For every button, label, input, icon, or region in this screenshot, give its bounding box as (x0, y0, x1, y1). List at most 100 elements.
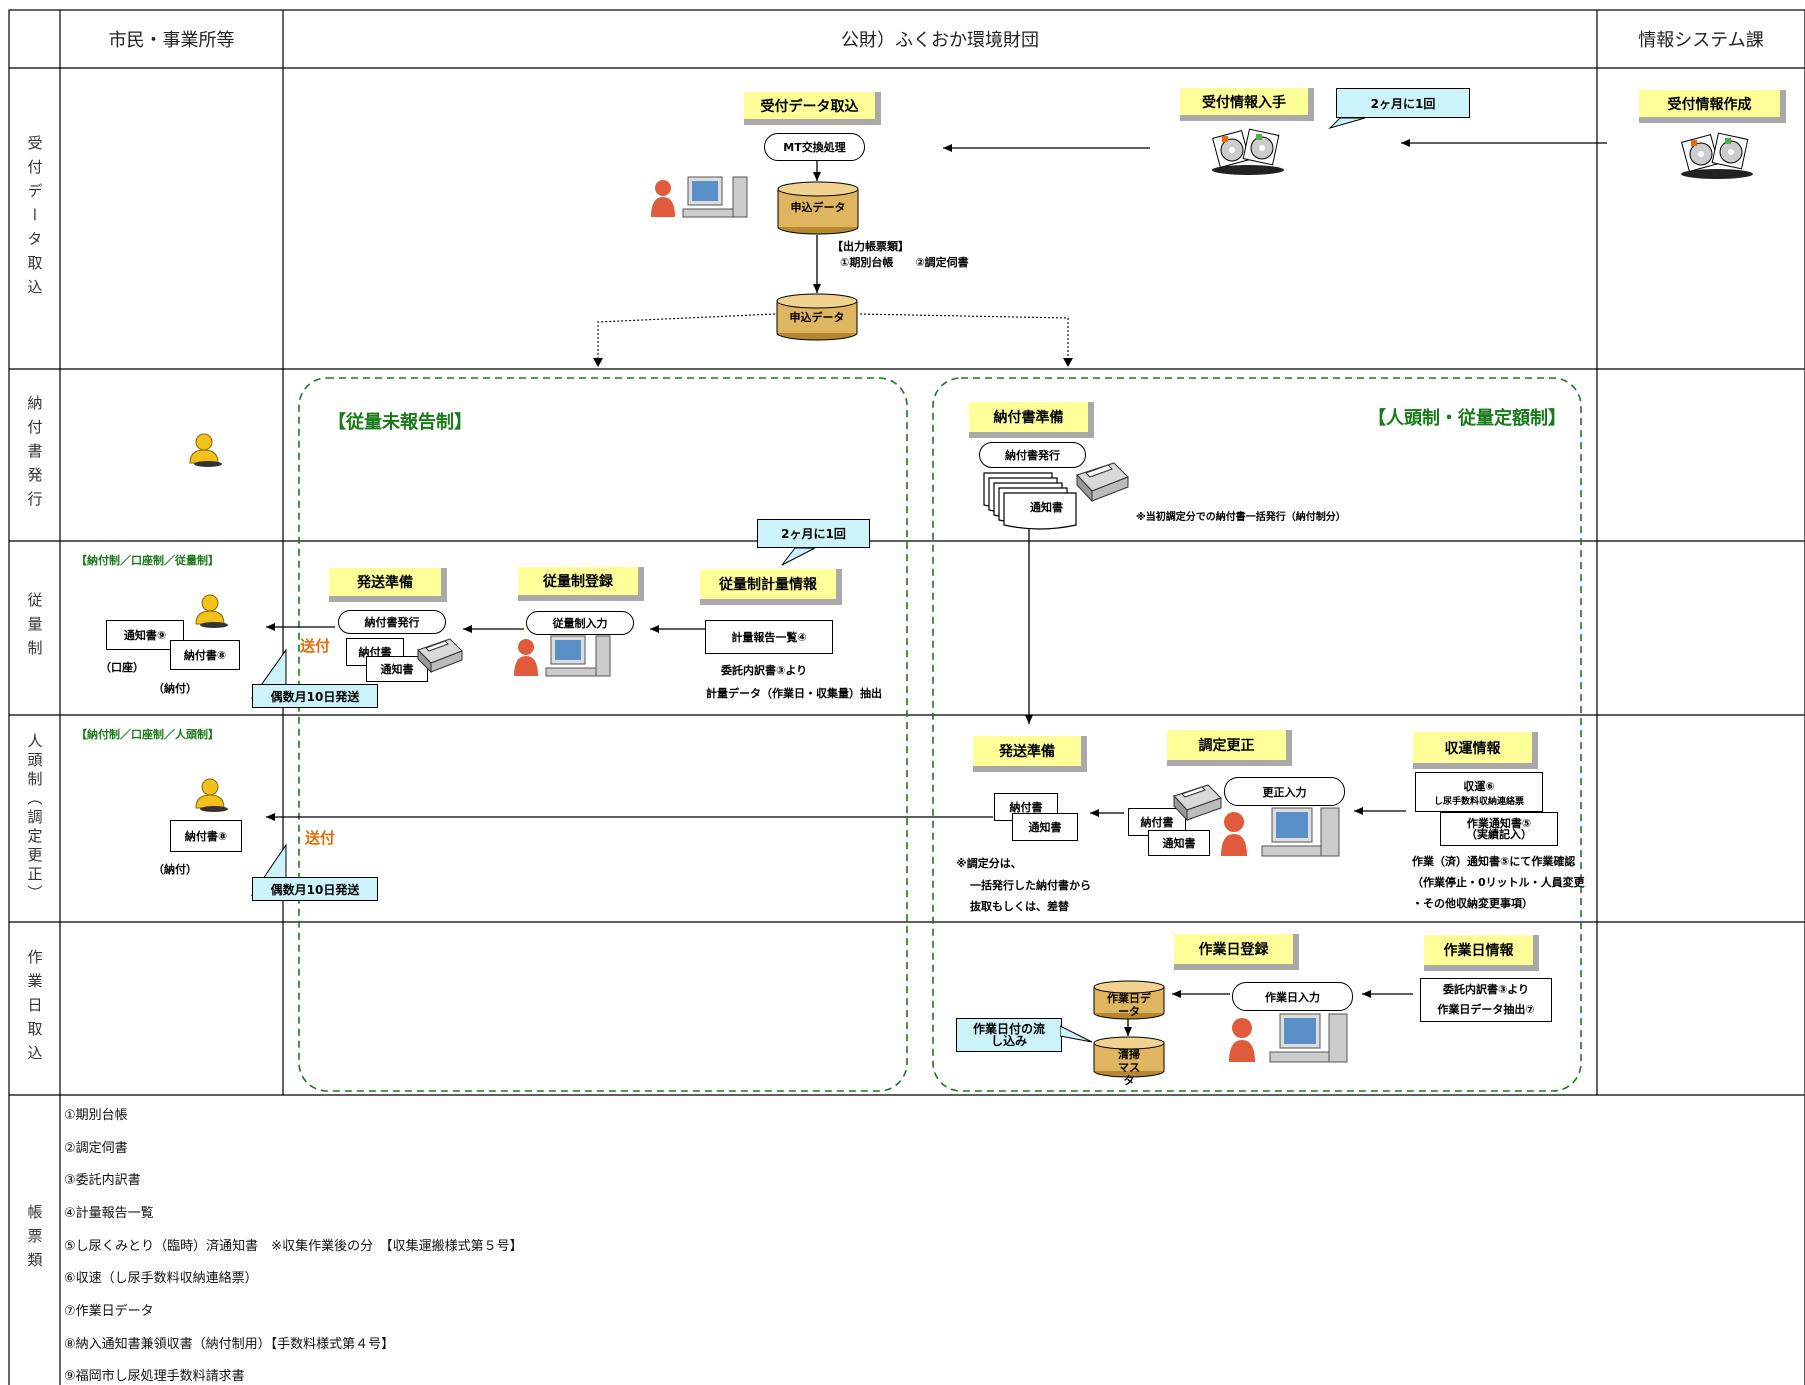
disc-media-icon (1212, 128, 1284, 175)
row-label-text: 帳票類 (25, 1204, 44, 1276)
legend-item-4: ④計量報告一覧 (64, 1206, 154, 1221)
operator-computer-icon (1221, 807, 1340, 857)
callout-bimonthly-top: 2ヶ月に1回 (1336, 88, 1470, 118)
legend-item-7: ⑦作業日データ (64, 1304, 154, 1319)
note-check-3: ・その他収納変更事項） (1412, 897, 1533, 910)
disc-media-icon (1681, 132, 1753, 179)
citizen-person-icon (195, 594, 228, 628)
db-cleaning-master: 清掃マスタ (1093, 1036, 1165, 1087)
printer-icon (1173, 784, 1222, 822)
note-adjust-3: 抜取もしくは、差替 (970, 900, 1069, 913)
pill-payslip-issue: 納付書発行 (979, 442, 1086, 468)
operator-computer-icon (514, 635, 611, 677)
doc-notice-b: 通知書 (1148, 830, 1210, 856)
row-label-text: 作業日取込 (25, 948, 44, 1069)
doc-collect-6-sub: し尿手数料収納連絡票 (1433, 796, 1524, 807)
note-adjust-1: ※調定分は、 (956, 857, 1022, 870)
callout-workday-flow: 作業日付の流し込み (956, 1018, 1062, 1052)
note-output-items: ①期別台帳 ②調定伺書 (840, 256, 969, 269)
legend-item-5: ⑤し尿くみとり（臨時）済通知書 ※収集作業後の分 【収集運搬様式第５号】 (64, 1239, 523, 1254)
legend-item-2: ②調定伺書 (64, 1141, 128, 1156)
row-label-receipt-import: 受付データ取込 (9, 68, 59, 369)
callout-bimonthly-mid: 2ヶ月に1回 (757, 519, 870, 548)
db-label: 作業日データ (1107, 992, 1151, 1018)
doc-source-line-2: 作業日データ抽出⑦ (1437, 1003, 1535, 1016)
group-label-unreported: 【従量未報告制】 (328, 412, 472, 433)
citizen-person-icon (189, 433, 222, 467)
doc-collect-6: 収運⑥ し尿手数料収納連絡票 (1415, 772, 1543, 812)
column-header-foundation: 公財）ふくおか環境財団 (841, 30, 1039, 51)
note-adjust-2: 一括発行した納付書から (970, 879, 1091, 892)
note-check-1: 作業（済）通知書⑤にて作業確認 (1412, 855, 1576, 868)
label-payment: （納付） (153, 863, 197, 876)
legend-item-6: ⑥収速（し尿手数料収納連絡票） (64, 1271, 258, 1286)
stacked-documents-icon (983, 472, 1077, 530)
row-label-forms: 帳票類 (9, 1095, 59, 1385)
doc-notice-label: 通知書 (1030, 501, 1063, 514)
row-label-capita: 人頭制（調定更正） (9, 715, 59, 922)
tag-collect-info: 収運情報 (1413, 732, 1538, 769)
tag-send-prepare-2: 発送準備 (973, 736, 1087, 772)
callout-even-month-send: 偶数月10日発送 (252, 877, 378, 901)
tag-workday-register: 作業日登録 (1174, 934, 1299, 970)
tag-send-prepare: 発送準備 (329, 568, 447, 602)
db-label: 清掃マスタ (1118, 1048, 1140, 1087)
note-check-2: （作業停止・0リットル・人員変更 (1412, 876, 1585, 889)
label-send: 送付 (300, 637, 331, 655)
operator-computer-icon (651, 176, 748, 218)
db-label: 申込データ (789, 311, 845, 324)
tag-payslip-prepare: 納付書準備 (969, 402, 1094, 438)
operator-computer-icon (1229, 1013, 1348, 1063)
doc-workday-source: 委託内訳書③より 作業日データ抽出⑦ (1420, 978, 1552, 1022)
row-label-payslip-issue: 納付書発行 (9, 369, 59, 541)
label-send: 送付 (305, 829, 336, 847)
tag-receipt-make: 受付情報作成 (1639, 90, 1786, 123)
row-label-workday: 作業日取込 (9, 922, 59, 1095)
db-label: 申込データ (790, 201, 846, 214)
doc-payslip-8: 納付書⑧ (170, 640, 240, 670)
label-account: （口座） (100, 661, 144, 674)
doc-work-notice-5: 作業通知書⑤ （実績記入） (1440, 812, 1558, 846)
row-label-text: 納付書発行 (25, 395, 44, 515)
column-header-it-section: 情報システム課 (1638, 30, 1764, 51)
callout-even-month-send: 偶数月10日発送 (252, 684, 378, 708)
citizen-person-icon (195, 778, 228, 812)
printer-icon (417, 638, 463, 674)
doc-measure-report-4: 計量報告一覧④ (705, 620, 833, 654)
doc-notice: 通知書 (366, 656, 428, 682)
tag-adjust-correct: 調定更正 (1167, 730, 1292, 766)
note-source: 委託内訳書③より (721, 664, 808, 677)
doc-work-notice-5-title: 作業通知書⑤ (1466, 817, 1532, 830)
callout-tail (1060, 1025, 1093, 1043)
pill-correct-input: 更正入力 (1224, 777, 1345, 806)
doc-work-notice-5-sub: （実績記入） (1466, 828, 1532, 841)
row-label-text: 従量制 (25, 592, 44, 664)
note-extract: 計量データ（作業日・収集量）抽出 (706, 687, 882, 700)
legend-item-3: ③委託内訳書 (64, 1173, 141, 1188)
tag-metered-measure: 従量制計量情報 (700, 569, 842, 605)
column-header-citizens: 市民・事業所等 (108, 30, 235, 51)
pill-metered-input: 従量制入力 (526, 611, 634, 635)
note-bulk-issue: ※当初調定分での納付書一括発行（納付制分） (1136, 512, 1346, 523)
tag-receipt-import: 受付データ取込 (744, 92, 881, 125)
tag-workday-info: 作業日情報 (1424, 935, 1539, 971)
label-payment: （納付） (153, 682, 197, 695)
tag-metered-register: 従量制登録 (518, 567, 644, 601)
db-apply-data-1: 申込データ (777, 181, 859, 235)
row-label-text: 人頭制（調定更正） (25, 733, 44, 904)
pill-payslip-issue-2: 納付書発行 (338, 610, 446, 634)
db-workday-data: 作業日データ (1093, 980, 1165, 1020)
row-label-metered: 従量制 (9, 541, 59, 715)
note-output-title: 【出力帳票類】 (832, 240, 909, 253)
row-label-text: 受付データ取込 (25, 134, 44, 303)
legend-item-1: ①期別台帳 (64, 1108, 128, 1123)
group-label-capita: 【納付制／口座制／人頭制】 (76, 728, 219, 741)
tag-receipt-get: 受付情報入手 (1180, 88, 1314, 121)
group-label-metered: 【納付制／口座制／従量制】 (76, 554, 219, 567)
doc-collect-6-title: 収運⑥ (1463, 779, 1495, 793)
doc-source-line-1: 委託内訳書③より (1442, 983, 1530, 996)
pill-mt-exchange: MT交換処理 (764, 133, 865, 161)
legend-item-9: ⑨福岡市し尿処理手数料請求書 (64, 1369, 245, 1384)
